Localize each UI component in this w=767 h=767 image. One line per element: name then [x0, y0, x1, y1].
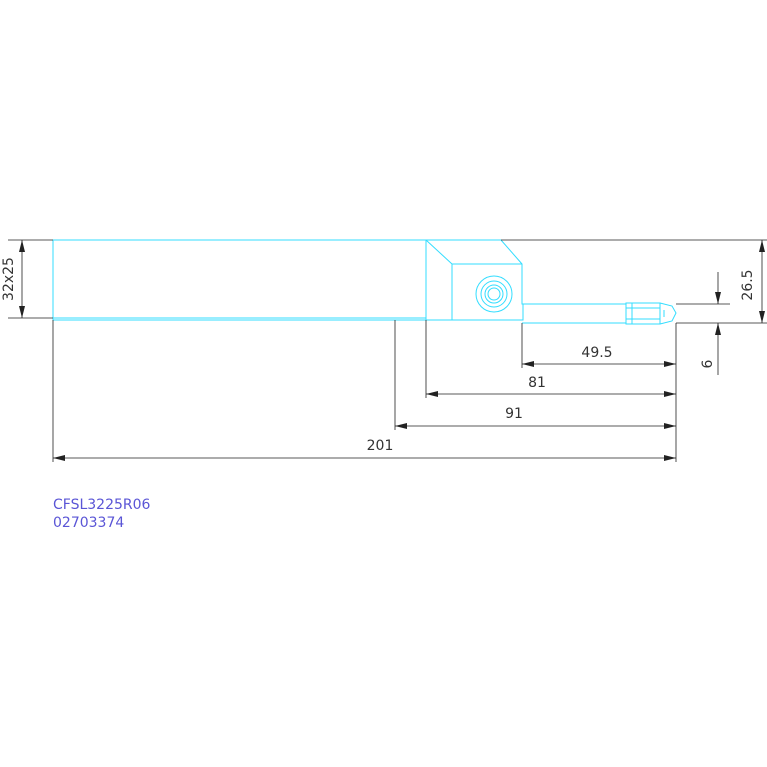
dimension-201: 201 — [52, 320, 676, 462]
dim-label-91: 91 — [505, 406, 523, 422]
dim-label-81: 81 — [528, 375, 546, 391]
dim-label-height: 26.5 — [740, 269, 756, 300]
dimension-91: 91 — [394, 320, 676, 430]
dim-label-shank-section: 32x25 — [1, 257, 17, 301]
head-bevel-line — [425, 239, 453, 265]
dim-label-201: 201 — [367, 438, 394, 454]
part-number: CFSL3225R06 — [53, 497, 151, 513]
insert-tip — [625, 302, 677, 325]
dim-label-49-5: 49.5 — [581, 345, 612, 361]
dimension-32x25: 32x25 — [1, 239, 53, 319]
tool-body — [52, 239, 677, 325]
item-code: 02703374 — [53, 515, 124, 531]
dimension-49-5: 49.5 — [521, 323, 677, 462]
clamp-screw-icon — [475, 275, 513, 313]
shank — [52, 239, 427, 321]
dimension-26-5: 26.5 — [501, 239, 767, 324]
head-block — [425, 239, 524, 321]
dimension-6: 6 — [676, 272, 730, 375]
dimension-81: 81 — [425, 320, 676, 398]
dim-label-width: 6 — [700, 359, 716, 368]
blade — [522, 303, 627, 324]
